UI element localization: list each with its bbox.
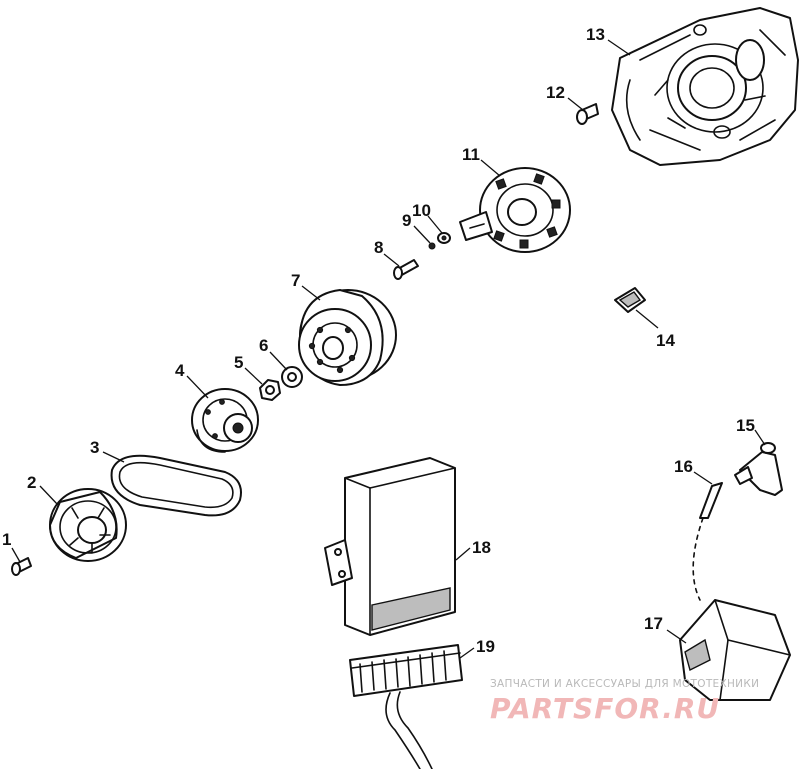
callout-17: 17 (644, 614, 663, 633)
callout-10: 10 (412, 201, 431, 220)
callout-9: 9 (402, 211, 411, 230)
part-3-belt[interactable] (110, 454, 242, 517)
callout-13: 13 (586, 25, 605, 44)
part-11-stator[interactable] (459, 167, 571, 253)
part-10-washer[interactable] (437, 232, 451, 244)
callout-15: 15 (736, 416, 755, 435)
callout-18: 18 (472, 538, 491, 557)
callout-3: 3 (90, 438, 99, 457)
part-18-cdi-box[interactable] (324, 457, 456, 636)
callout-19: 19 (476, 637, 495, 656)
callout-labels: 1 2 3 4 5 6 7 8 9 10 11 12 13 14 15 16 1… (2, 25, 755, 656)
part-4-pulley[interactable] (191, 388, 259, 453)
part-6-washer[interactable] (281, 366, 303, 388)
watermark: ЗАПЧАСТИ И АКСЕССУАРЫ ДЛЯ МОТОТЕХНИКИ PA… (490, 678, 759, 725)
part-16-ignition-wire[interactable] (692, 482, 723, 601)
leader-lines (11, 39, 766, 659)
callout-2: 2 (27, 473, 36, 492)
part-13-housing[interactable] (611, 7, 799, 166)
watermark-tagline: ЗАПЧАСТИ И АКСЕССУАРЫ ДЛЯ МОТОТЕХНИКИ (490, 678, 759, 690)
callout-12: 12 (546, 83, 565, 102)
part-2-fan-housing[interactable] (49, 488, 127, 562)
callout-8: 8 (374, 238, 383, 257)
part-19-connector[interactable] (349, 644, 463, 769)
part-15-spark-plug-cap[interactable] (734, 442, 783, 496)
callout-11: 11 (462, 145, 480, 164)
part-7-flywheel[interactable] (298, 289, 397, 386)
callout-14: 14 (656, 331, 675, 350)
part-9-screw[interactable] (428, 242, 436, 250)
watermark-brand: PARTSFOR.RU (490, 692, 720, 725)
callout-1: 1 (2, 530, 11, 549)
callout-6: 6 (259, 336, 268, 355)
part-17-ignition-coil[interactable] (679, 599, 791, 701)
part-5-nut[interactable] (259, 379, 281, 401)
part-14-clip[interactable] (614, 287, 646, 313)
part-8-bolt[interactable] (393, 259, 419, 280)
callout-7: 7 (291, 271, 300, 290)
callout-4: 4 (175, 361, 185, 380)
callout-5: 5 (234, 353, 243, 372)
callout-16: 16 (674, 457, 693, 476)
part-1-bolt[interactable] (11, 557, 32, 576)
